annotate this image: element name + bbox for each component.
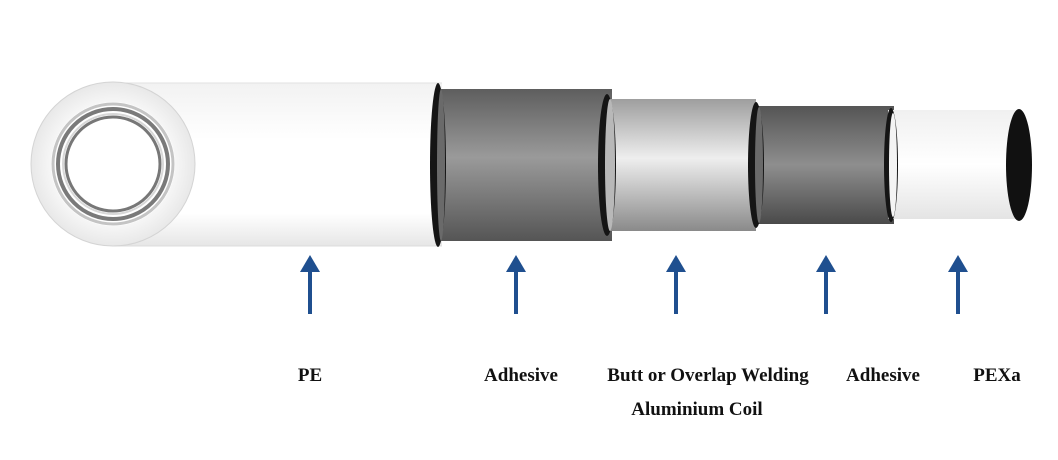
up-arrow-icon	[666, 255, 686, 314]
label-pexa: PEXa	[973, 365, 1021, 386]
label-adhesive-inner: Adhesive	[846, 365, 920, 386]
up-arrow-icon	[300, 255, 320, 314]
label-pe: PE	[297, 365, 323, 386]
pexa-layer	[884, 108, 1032, 222]
label-butt-welding: Butt or Overlap Welding	[607, 365, 809, 386]
up-arrow-icon	[816, 255, 836, 314]
label-aluminium-coil: Aluminium Coil	[631, 399, 763, 420]
arrows	[300, 255, 968, 314]
up-arrow-icon	[948, 255, 968, 314]
up-arrow-icon	[506, 255, 526, 314]
adhesive-inner-layer	[748, 102, 894, 228]
pipe-end-cross-section	[30, 81, 196, 247]
aluminium-coil-layer	[598, 94, 756, 236]
label-adhesive-outer: Adhesive	[484, 365, 558, 386]
adhesive-outer-layer	[430, 83, 612, 247]
